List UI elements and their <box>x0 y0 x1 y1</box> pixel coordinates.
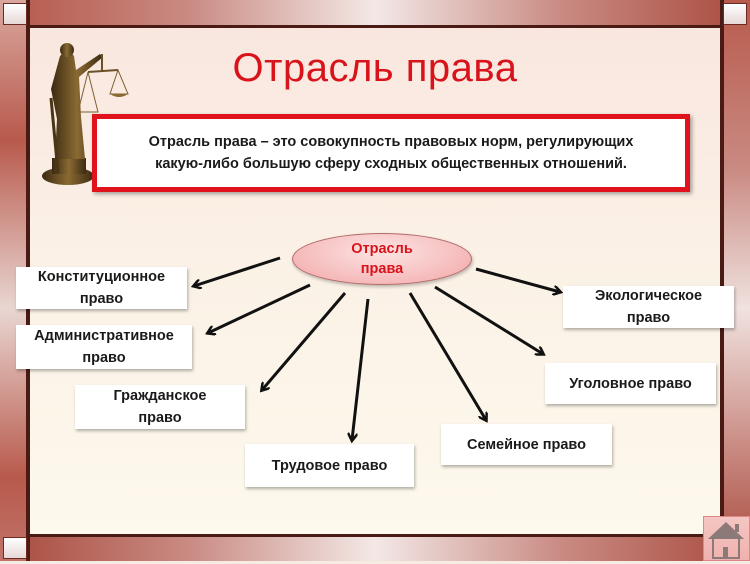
node-criminal-law: Уголовное право <box>545 363 716 404</box>
frame-corner <box>3 3 27 25</box>
node-constitutional-law: Конституционное право <box>16 267 187 309</box>
node-label: Семейное право <box>466 436 587 453</box>
arrow-to-administrative <box>208 283 311 333</box>
node-label: право <box>626 310 671 326</box>
arrow-to-family <box>408 292 486 420</box>
center-node-line-1: Отрасль <box>351 241 413 257</box>
arrow-to-criminal <box>434 285 543 354</box>
arrow-to-civil <box>262 292 347 390</box>
frame-corner <box>3 537 27 559</box>
node-label: право <box>79 291 124 307</box>
definition-line-1: Отрасль права – это совокупность правовы… <box>148 134 634 150</box>
arrow-to-labor <box>352 298 370 440</box>
node-label: Экологическое <box>594 288 703 304</box>
themis-statue-icon <box>42 43 129 185</box>
definition-line-2: какую-либо большую сферу сходных обществ… <box>155 156 627 172</box>
node-label: право <box>138 410 182 426</box>
node-label: Административное <box>34 328 174 344</box>
center-node-branch-of-law: Отрасль права <box>292 233 472 285</box>
slide-title: Отрасль права <box>232 46 518 90</box>
node-label: Конституционное <box>37 269 166 285</box>
frame-right <box>720 0 750 561</box>
home-button[interactable] <box>703 516 750 561</box>
node-label: Трудовое право <box>271 457 388 474</box>
node-civil-law: Гражданское право <box>75 385 245 429</box>
node-label: право <box>82 350 126 366</box>
home-icon <box>708 522 744 559</box>
frame-corner <box>723 3 747 25</box>
arrow-to-ecological <box>475 267 560 292</box>
definition-box: Отрасль права – это совокупность правовы… <box>92 114 690 192</box>
node-label: Гражданское <box>113 388 207 404</box>
node-labor-law: Трудовое право <box>245 444 414 487</box>
arrow-to-constitutional <box>194 256 281 286</box>
center-node-line-2: права <box>360 261 404 277</box>
node-administrative-law: Административное право <box>16 325 192 369</box>
frame-bottom <box>0 534 750 561</box>
node-label: Уголовное право <box>569 375 692 392</box>
frame-top <box>0 0 750 28</box>
node-family-law: Семейное право <box>441 424 612 465</box>
node-ecological-law: Экологическое право <box>563 286 734 328</box>
